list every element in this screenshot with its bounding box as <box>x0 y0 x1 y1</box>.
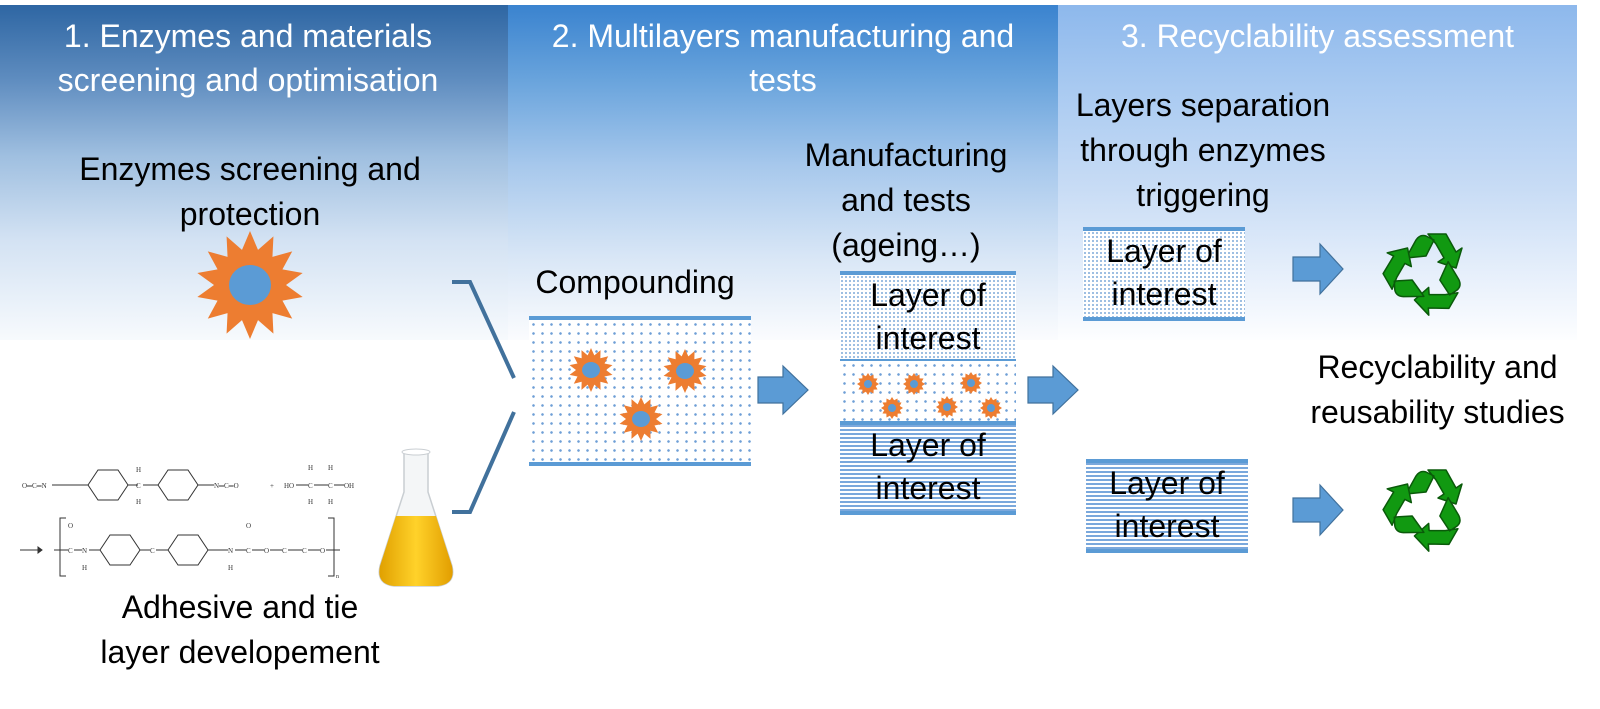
layers-separation-label: Layers separation through enzymes trigge… <box>1058 83 1348 218</box>
adhesive-label-line2: layer developement <box>100 634 380 670</box>
svg-text:O: O <box>264 547 269 555</box>
manufacturing-label-line1: Manufacturing <box>804 137 1008 173</box>
right-arrow-icon <box>757 364 809 416</box>
svg-text:C: C <box>136 482 141 490</box>
manufacturing-tests-label: Manufacturing and tests (ageing…) <box>790 133 1022 268</box>
recyclability-label-line2: reusability studies <box>1310 394 1565 430</box>
enzyme-star-icon <box>569 348 613 392</box>
separated-bottom-label-line2: interest <box>1114 508 1220 544</box>
layer-top-label-line1: Layer of <box>870 277 986 313</box>
panel-1-title-line2: screening and optimisation <box>57 62 439 98</box>
svg-text:C: C <box>308 482 313 490</box>
svg-text:H: H <box>308 498 313 506</box>
separated-top-label-line1: Layer of <box>1106 233 1222 269</box>
enzymes-screening-label-line2: protection <box>179 196 321 232</box>
adhesive-label-line1: Adhesive and tie <box>121 589 359 625</box>
recyclability-label-line1: Recyclability and <box>1317 349 1558 385</box>
enzyme-star-icon <box>197 231 303 339</box>
recyclability-studies-label: Recyclability and reusability studies <box>1275 345 1600 435</box>
polyurethane-chemistry-diagram: O═C═N C H H N═C═O + HO C H H C H H OH C … <box>20 464 354 580</box>
right-arrow-icon <box>1292 242 1344 296</box>
enzymes-screening-label: Enzymes screening and protection <box>30 147 470 237</box>
chem-plus: + <box>270 482 274 490</box>
panel-3-title: 3. Recyclability assessment <box>1058 14 1577 58</box>
svg-text:O: O <box>68 522 73 530</box>
panel-1-title: 1. Enzymes and materials screening and o… <box>0 14 496 102</box>
panel-2-title: 2. Multilayers manufacturing and tests <box>508 14 1058 102</box>
chem-subscript-n: n <box>336 574 339 580</box>
manufacturing-top-layer: Layer of interest <box>840 271 1016 363</box>
enzyme-star-icon <box>936 396 958 418</box>
svg-text:N: N <box>228 547 233 555</box>
separation-label-line1: Layers separation <box>1075 87 1331 123</box>
separated-top-label-line2: interest <box>1111 276 1217 312</box>
enzyme-star-icon <box>980 397 1002 419</box>
recycle-arrow-segment <box>1382 247 1425 298</box>
compounding-layer <box>529 316 751 466</box>
svg-text:C: C <box>150 547 155 555</box>
separation-label-line2: through enzymes <box>1080 132 1326 168</box>
layer-top-label-line2: interest <box>875 320 981 356</box>
panel-3-title-line1: 3. Recyclability assessment <box>1120 18 1515 54</box>
merge-bracket-connector <box>452 280 516 514</box>
svg-text:N: N <box>82 547 87 555</box>
erlenmeyer-flask-icon <box>378 448 454 587</box>
separated-bottom-label-line1: Layer of <box>1109 465 1225 501</box>
recycle-icon <box>1382 233 1463 316</box>
panel-2-title-line1: 2. Multilayers manufacturing and <box>551 18 1015 54</box>
recycle-arrow-segment <box>1413 260 1461 316</box>
right-arrow-icon <box>1027 364 1079 416</box>
layer-bottom-label-line1: Layer of <box>870 427 986 463</box>
separation-label-line3: triggering <box>1136 177 1270 213</box>
enzyme-star-icon <box>857 373 879 395</box>
enzyme-star-icon <box>881 397 903 419</box>
svg-text:H: H <box>136 498 141 506</box>
panel-2-title-line2: tests <box>749 62 817 98</box>
panel-1-title-line1: 1. Enzymes and materials <box>63 18 433 54</box>
recycle-icon <box>1382 469 1463 552</box>
enzyme-star-icon <box>663 349 707 393</box>
manufacturing-bottom-layer: Layer of interest <box>840 421 1016 515</box>
separated-top-layer: Layer of interest <box>1083 227 1245 321</box>
svg-text:C: C <box>302 547 307 555</box>
right-arrow-icon <box>1292 483 1344 537</box>
svg-text:C: C <box>282 547 287 555</box>
svg-text:H: H <box>328 464 333 472</box>
svg-text:C: C <box>328 482 333 490</box>
manufacturing-label-line3: (ageing…) <box>831 227 981 263</box>
bracket-lower <box>452 411 516 514</box>
enzyme-star-icon <box>960 372 982 394</box>
svg-text:C: C <box>246 547 251 555</box>
manufacturing-label-line2: and tests <box>841 182 971 218</box>
svg-text:O: O <box>246 522 251 530</box>
enzymes-screening-label-line1: Enzymes screening and <box>79 151 421 187</box>
layer-bottom-label-line2: interest <box>875 470 981 506</box>
recycle-arrow-segment <box>1405 469 1463 505</box>
svg-text:H: H <box>228 564 233 572</box>
svg-text:OH: OH <box>344 482 354 490</box>
chem-isocyanate-left: O═C═N <box>22 482 47 490</box>
recycle-arrow-segment <box>1413 496 1461 552</box>
svg-text:HO: HO <box>284 482 294 490</box>
adhesive-tie-layer-label: Adhesive and tie layer developement <box>20 585 460 675</box>
recycle-arrow-segment <box>1382 483 1425 534</box>
bracket-upper <box>452 280 516 379</box>
svg-text:C: C <box>68 547 73 555</box>
enzyme-star-icon <box>903 373 925 395</box>
svg-text:H: H <box>136 466 141 474</box>
compounding-label: Compounding <box>535 264 735 300</box>
svg-text:H: H <box>82 564 87 572</box>
enzyme-star-icon <box>619 397 663 441</box>
svg-text:H: H <box>308 464 313 472</box>
recycle-arrow-segment <box>1405 233 1463 269</box>
separated-bottom-layer: Layer of interest <box>1086 459 1248 553</box>
chem-isocyanate-right: N═C═O <box>214 482 239 490</box>
svg-text:H: H <box>328 498 333 506</box>
svg-text:O: O <box>320 547 325 555</box>
